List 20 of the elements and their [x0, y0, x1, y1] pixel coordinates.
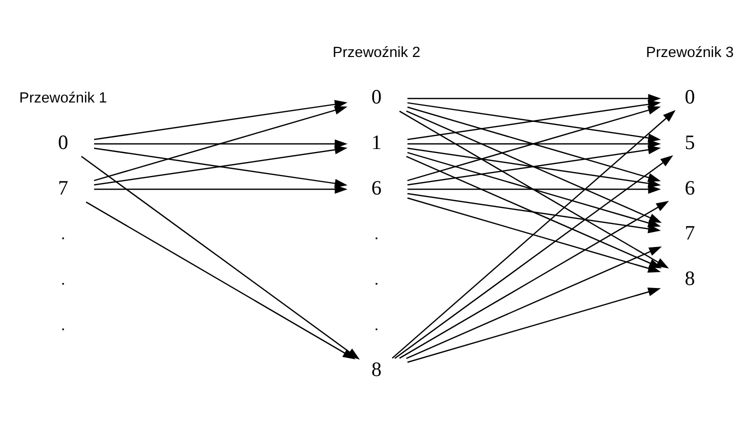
node-text: 8 [371, 358, 382, 381]
node-text: 7 [58, 177, 68, 200]
node-text: 0 [684, 86, 696, 108]
label: . [374, 226, 378, 243]
label: Przewoźnik 2 [332, 44, 420, 61]
label: . [61, 226, 66, 243]
node-text: 6 [371, 177, 382, 200]
label: . [61, 271, 66, 288]
node-text: 0 [371, 86, 382, 108]
label: . [374, 271, 378, 288]
node-text: 8 [684, 268, 696, 290]
label: Przewoźnik 1 [19, 90, 107, 106]
label: . [374, 316, 378, 334]
label: . [61, 316, 66, 334]
node-text: 0 [58, 132, 68, 154]
node-text: 1 [371, 132, 382, 154]
node-text: 7 [684, 222, 696, 245]
node-text: 6 [684, 177, 696, 200]
label: Przewoźnik 3 [646, 44, 734, 61]
node-text: 5 [684, 132, 696, 154]
